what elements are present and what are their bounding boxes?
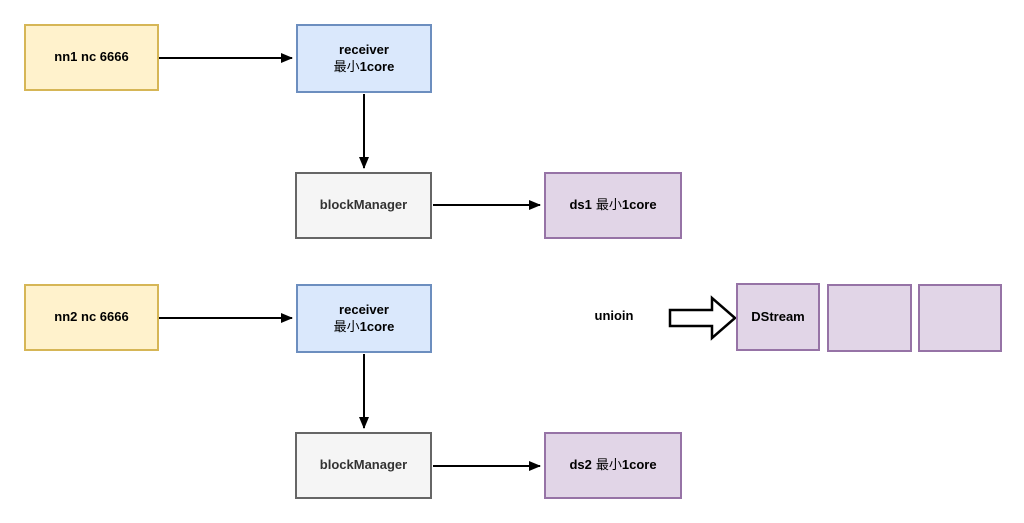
receiver-node-1: receiver 最小1core	[296, 24, 432, 93]
blockmanager-node-1: blockManager	[295, 172, 432, 239]
ds1-core-label: 1core	[621, 197, 657, 213]
ds2-core-label: 1core	[621, 457, 657, 473]
receiver-node-2-subtitle: 最小1core	[334, 319, 395, 336]
source-node-nn1: nn1 nc 6666	[24, 24, 159, 91]
dstream-node-1-label: DStream	[751, 308, 805, 324]
source-node-nn2: nn2 nc 6666	[24, 284, 159, 351]
receiver-node-2: receiver 最小1core	[296, 284, 432, 353]
receiver-node-1-core-label: 1core	[359, 58, 395, 74]
receiver-node-1-title: receiver	[339, 41, 389, 57]
receiver-node-1-min-label: 最小	[333, 58, 360, 74]
dstream-node-1: DStream	[736, 283, 820, 351]
ds1-min-label: 最小	[595, 197, 622, 213]
receiver-node-1-subtitle: 最小1core	[334, 59, 395, 76]
dstream-node-2	[827, 284, 912, 352]
ds2-min-label: 最小	[595, 457, 622, 473]
source-node-nn2-label: nn2 nc 6666	[54, 309, 129, 325]
receiver-node-2-core-label: 1core	[359, 318, 395, 334]
union-block-arrow-icon	[668, 295, 737, 341]
receiver-node-2-title: receiver	[339, 301, 389, 317]
dstream-node-3	[918, 284, 1002, 352]
ds2-id-label: ds2	[569, 457, 592, 473]
blockmanager-node-1-label: blockManager	[319, 197, 408, 213]
blockmanager-node-2-label: blockManager	[319, 457, 408, 473]
receiver-node-2-min-label: 最小	[333, 318, 360, 334]
union-label: unioin	[594, 308, 634, 323]
ds1-id-label: ds1	[569, 197, 592, 213]
source-node-nn1-label: nn1 nc 6666	[54, 49, 129, 65]
blockmanager-node-2: blockManager	[295, 432, 432, 499]
